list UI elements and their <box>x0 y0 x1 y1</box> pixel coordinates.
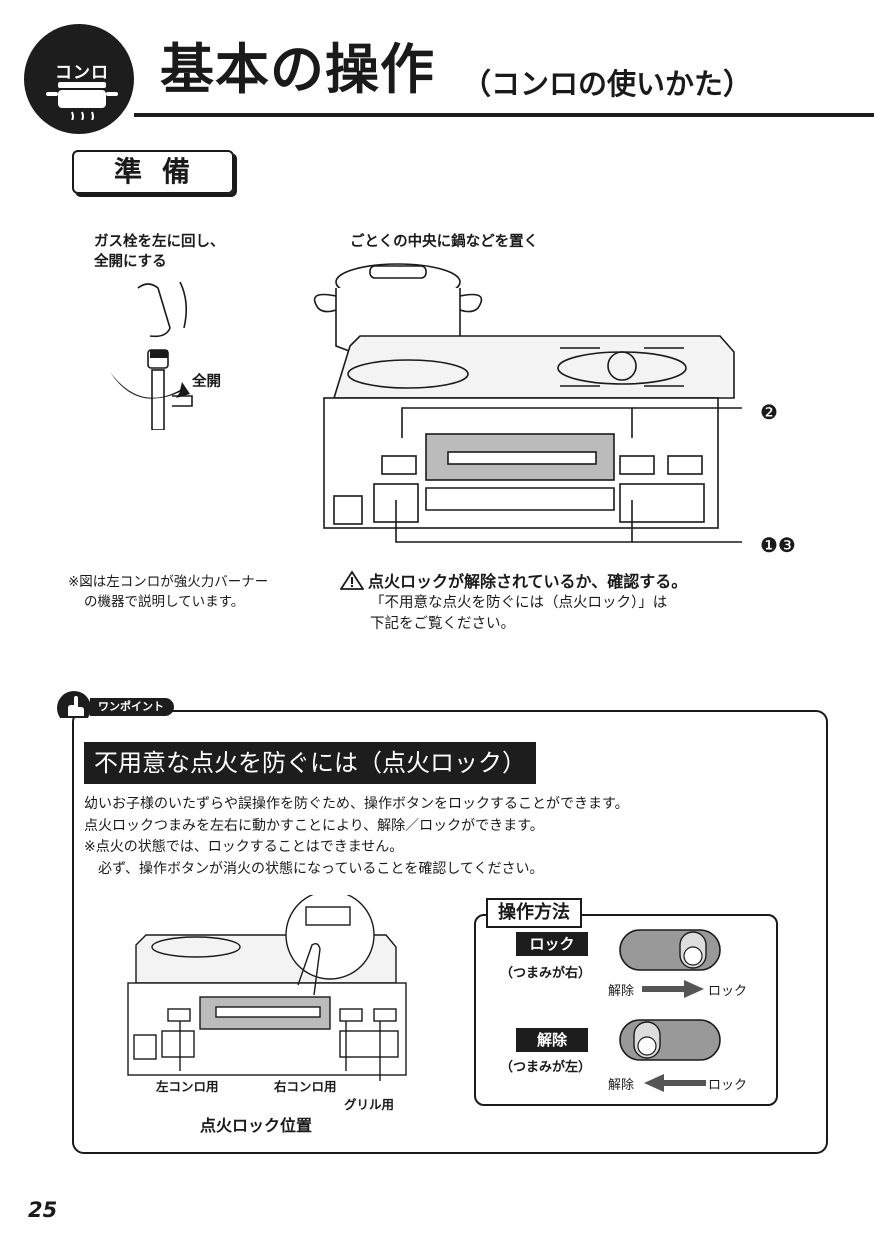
page-number: 25 <box>28 1198 58 1222</box>
gas-instruction: ガス栓を左に回し、 全開にする <box>94 232 264 272</box>
body-line-2: 点火ロックつまみを左右に動かすことにより、解除／ロックができます。 <box>84 817 544 834</box>
figure-note: ※図は左コンロが強火力バーナー の機器で説明しています。 <box>68 572 318 612</box>
gas-valve-illustration <box>110 281 193 430</box>
lock-sub-label: （つまみが右） <box>500 966 592 981</box>
lock-heading: 不用意な点火を防ぐには（点火ロック） <box>84 742 536 784</box>
full-open-label: 全開 <box>192 374 221 390</box>
label-right-burner: 右コンロ用 <box>274 1079 337 1094</box>
body-line-4: 必ず、操作ボタンが消火の状態になっていることを確認してください。 <box>84 860 544 877</box>
section-badge <box>24 24 134 134</box>
body-line-1: 幼いお子様のいたずらや誤操作を防ぐため、操作ボタンをロックすることができます。 <box>84 796 629 812</box>
onepoint-box <box>72 710 828 1154</box>
lock-word-2: ロック <box>708 1078 748 1093</box>
lock-position-illustration <box>127 895 407 1081</box>
page-title: 基本の操作 <box>160 38 435 101</box>
page-subtitle: （コンロの使いかた） <box>462 67 753 101</box>
lock-word-1: ロック <box>708 984 748 999</box>
unlock-sub-label: （つまみが左） <box>500 1060 592 1075</box>
label-left-burner: 左コンロ用 <box>156 1079 219 1094</box>
warning-icon <box>339 570 365 590</box>
arrow-left-icon <box>644 1074 706 1092</box>
unlock-label: 解除 <box>516 1028 588 1052</box>
release-word-2: 解除 <box>608 1078 635 1093</box>
figure-note-line-2: の機器で説明しています。 <box>84 594 245 610</box>
warning-heading-text: 点火ロックが解除されているか、確認する。 <box>368 572 688 591</box>
step-marker-1-3: ❶❸ <box>760 533 796 557</box>
warning-block: 点火ロックが解除されているか、確認する。 「不用意な点火を防ぐには（点火ロック）… <box>339 570 760 635</box>
unlock-switch-icon <box>619 1019 721 1061</box>
warning-body-line-1: 「不用意な点火を防ぐには（点火ロック）」は <box>370 595 668 611</box>
pot-instruction: ごとくの中央に鍋などを置く <box>350 234 539 250</box>
figure-caption: 点火ロック位置 <box>200 1116 313 1135</box>
lock-switch-icon <box>619 929 721 971</box>
release-word-1: 解除 <box>608 984 635 999</box>
warning-body-line-2: 下記をご覧ください。 <box>370 616 515 632</box>
gas-instruction-line-2: 全開にする <box>94 254 167 270</box>
stove-illustration <box>313 263 742 543</box>
figure-note-line-1: ※図は左コンロが強火力バーナー <box>68 574 269 590</box>
warning-heading: 点火ロックが解除されているか、確認する。 <box>339 570 760 593</box>
arrow-right-icon <box>642 980 704 998</box>
label-grill: グリル用 <box>344 1097 395 1112</box>
onepoint-tag-label: ワンポイント <box>90 698 174 716</box>
badge-label: コンロ <box>55 63 109 83</box>
gas-instruction-line-1: ガス栓を左に回し、 <box>94 234 225 250</box>
warning-body: 「不用意な点火を防ぐには（点火ロック）」は 下記をご覧ください。 <box>340 593 760 635</box>
onepoint-body: 幼いお子様のいたずらや誤操作を防ぐため、操作ボタンをロックすることができます。 … <box>84 794 784 880</box>
method-box <box>474 914 778 1106</box>
step-marker-2: ❷ <box>760 400 778 424</box>
prep-section-tab: 準備 <box>72 150 234 194</box>
title-rule <box>134 113 874 117</box>
lock-label: ロック <box>516 932 588 956</box>
method-title: 操作方法 <box>486 898 582 928</box>
body-line-3: ※点火の状態では、ロックすることはできません。 <box>84 839 404 855</box>
pointing-hand-icon <box>57 691 91 718</box>
pot-icon <box>46 82 118 120</box>
